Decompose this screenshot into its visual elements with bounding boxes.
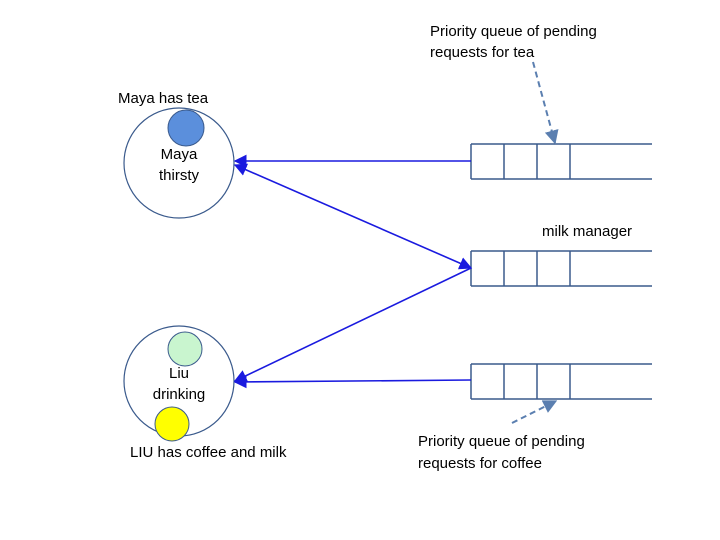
arrow-coffee-queue-to-liu	[233, 375, 472, 389]
tea-annotation-arrow	[532, 61, 559, 145]
liu-process: Liu drinking	[123, 325, 235, 442]
tea-queue-label-line1: Priority queue of pending	[430, 23, 597, 40]
tea-queue	[470, 143, 652, 180]
liu-name-label: Liu	[169, 365, 189, 382]
coffee-queue-label-line1: Priority queue of pending	[418, 433, 585, 450]
milk-token	[167, 331, 203, 367]
arrow-milk-manager-to-liu	[233, 267, 472, 382]
milk-queue	[470, 250, 652, 287]
coffee-queue	[470, 363, 652, 400]
tea-token	[167, 109, 205, 147]
maya-has-label: Maya has tea	[118, 90, 209, 107]
coffee-annotation-arrow	[511, 400, 558, 424]
coffee-token	[154, 406, 190, 442]
coffee-queue-label-line2: requests for coffee	[418, 455, 542, 472]
arrow-maya-to-milk-manager	[233, 163, 473, 270]
liu-has-label: LIU has coffee and milk	[130, 444, 287, 461]
maya-state-label: thirsty	[159, 167, 200, 184]
tea-queue-label-line2: requests for tea	[430, 44, 535, 61]
liu-state-label: drinking	[153, 386, 206, 403]
maya-process: Maya thirsty	[123, 107, 235, 219]
maya-name-label: Maya	[161, 146, 198, 163]
milk-manager-label: milk manager	[542, 223, 632, 240]
